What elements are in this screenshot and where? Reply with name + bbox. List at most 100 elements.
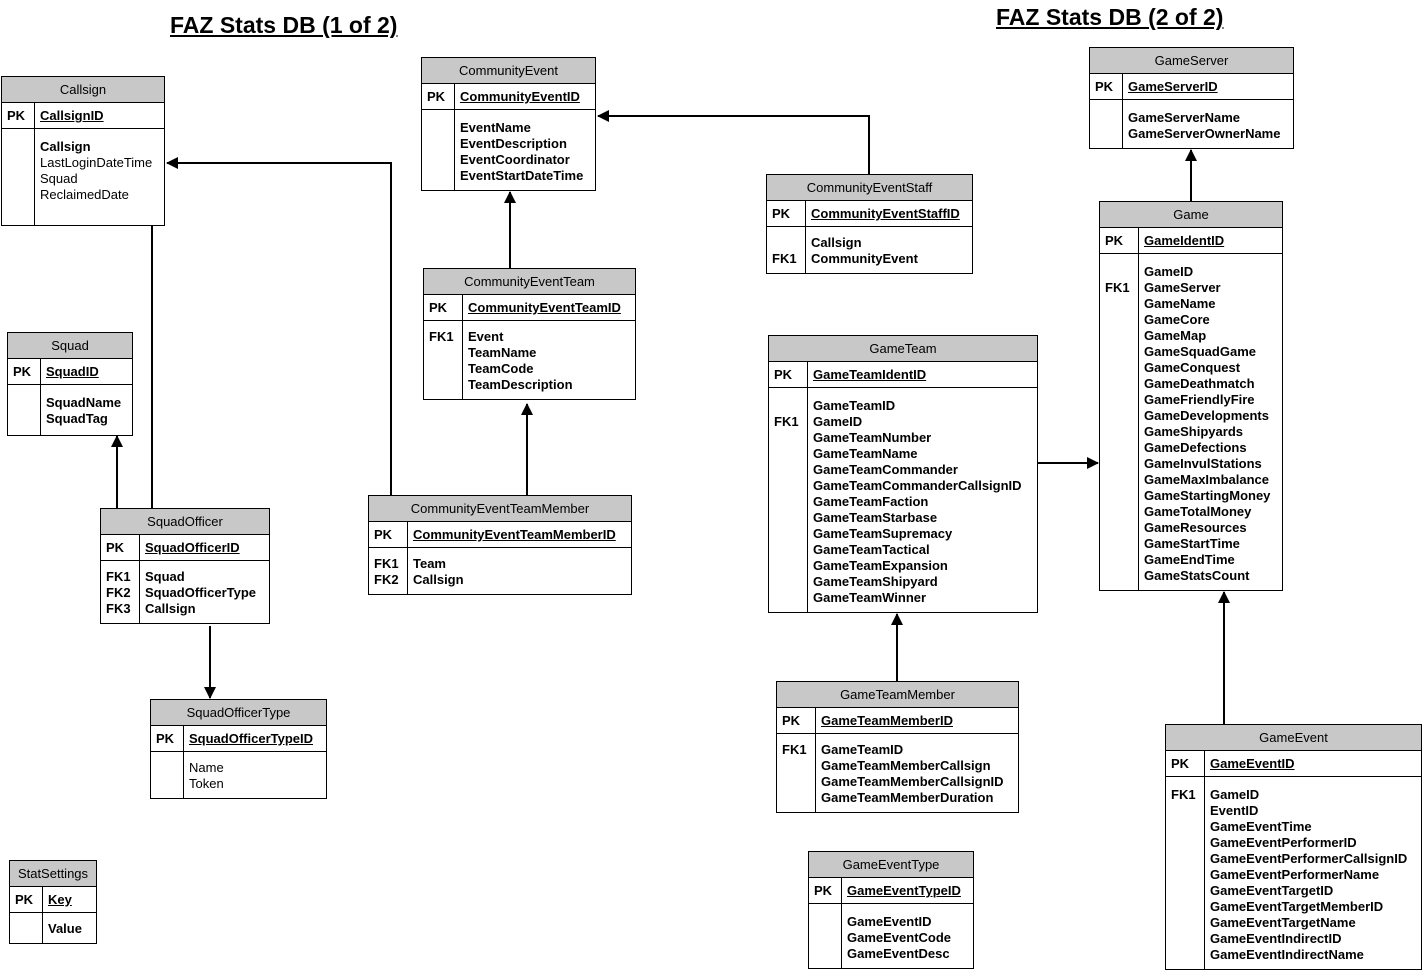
entity-field: Event bbox=[468, 329, 504, 344]
key-marker bbox=[13, 395, 40, 411]
key-marker bbox=[1105, 392, 1138, 408]
entity-field: GameTeamName bbox=[813, 446, 918, 461]
entity-field: GameResources bbox=[1144, 520, 1247, 535]
entity-field: SquadTag bbox=[46, 411, 108, 426]
entity-field: GameID bbox=[1144, 264, 1194, 279]
key-marker bbox=[1105, 568, 1138, 584]
key-marker bbox=[7, 187, 34, 203]
link-ces-ce bbox=[597, 110, 870, 174]
entity-field: Value bbox=[48, 921, 82, 936]
entity-field: LastLoginDateTime bbox=[40, 155, 153, 170]
entity-field: GameTeamMemberCallsignID bbox=[821, 774, 1004, 789]
key-marker bbox=[774, 494, 807, 510]
entity-field: GameEventIndirectName bbox=[1210, 947, 1364, 962]
pk-label: PK bbox=[1171, 756, 1190, 771]
entity-field: GameEventTargetID bbox=[1210, 883, 1334, 898]
entity-field: GameTeamID bbox=[821, 742, 904, 757]
key-marker bbox=[1095, 110, 1122, 126]
pk-label: PK bbox=[427, 89, 446, 104]
primary-key-field: SquadOfficerTypeID bbox=[189, 731, 314, 746]
key-marker bbox=[1171, 819, 1204, 835]
pk-label: PK bbox=[13, 364, 32, 379]
entity-field: GameEventTargetName bbox=[1210, 915, 1356, 930]
pk-label: PK bbox=[374, 527, 393, 542]
entity-field: GameEventID bbox=[847, 914, 932, 929]
entity-field: GameStartingMoney bbox=[1144, 488, 1271, 503]
key-marker bbox=[1171, 883, 1204, 899]
pk-label: PK bbox=[772, 206, 791, 221]
entity-field: GameStartTime bbox=[1144, 536, 1240, 551]
key-marker bbox=[814, 930, 841, 946]
primary-key-field: GameTeamMemberID bbox=[821, 713, 953, 728]
entity-field: GameFriendlyFire bbox=[1144, 392, 1255, 407]
entity-title: CommunityEventTeamMember bbox=[369, 496, 631, 522]
key-marker bbox=[1105, 424, 1138, 440]
key-marker: FK1 bbox=[1171, 787, 1196, 802]
entity-title: CommunityEventStaff bbox=[767, 175, 972, 201]
entity-field: SquadOfficerType bbox=[145, 585, 257, 600]
entity-field: GameTeamCommanderCallsignID bbox=[813, 478, 1022, 493]
key-marker bbox=[427, 168, 454, 184]
entity-field: GameTeamNumber bbox=[813, 430, 932, 445]
key-marker bbox=[1105, 296, 1138, 312]
entity-field: GameTeamMemberCallsign bbox=[821, 758, 991, 773]
key-marker bbox=[15, 921, 42, 937]
key-marker bbox=[1105, 408, 1138, 424]
key-marker bbox=[782, 774, 815, 790]
entity-field: GameDeathmatch bbox=[1144, 376, 1255, 391]
entity-title: Squad bbox=[8, 333, 132, 359]
key-marker: FK1 bbox=[1105, 280, 1130, 295]
primary-key-field: GameTeamIdentID bbox=[813, 367, 927, 382]
key-marker bbox=[7, 155, 34, 171]
key-marker bbox=[427, 152, 454, 168]
key-marker bbox=[774, 398, 807, 414]
key-marker bbox=[772, 235, 805, 251]
key-marker bbox=[1171, 947, 1204, 963]
entity-field: GameEventPerformerName bbox=[1210, 867, 1380, 882]
pk-label: PK bbox=[156, 731, 175, 746]
pk-label: PK bbox=[1105, 233, 1124, 248]
entity-field: TeamDescription bbox=[468, 377, 573, 392]
pk-label: PK bbox=[814, 883, 833, 898]
key-marker bbox=[429, 377, 462, 393]
entity-field: GameEventDesc bbox=[847, 946, 950, 961]
entity-field: GameTeamCommander bbox=[813, 462, 958, 477]
key-marker bbox=[774, 462, 807, 478]
entity-field: GameInvulStations bbox=[1144, 456, 1262, 471]
pk-label: PK bbox=[15, 892, 34, 907]
entity-field: EventStartDateTime bbox=[460, 168, 584, 183]
key-marker: FK1 bbox=[782, 742, 807, 757]
key-marker bbox=[1105, 536, 1138, 552]
key-marker: FK3 bbox=[106, 601, 131, 616]
primary-key-field: Key bbox=[48, 892, 72, 907]
entity-field: GameTeamExpansion bbox=[813, 558, 948, 573]
key-marker bbox=[429, 345, 462, 361]
entity-field: Callsign bbox=[40, 139, 91, 154]
entity-title: CommunityEvent bbox=[422, 58, 595, 84]
key-marker bbox=[1105, 504, 1138, 520]
entity-field: GameStatsCount bbox=[1144, 568, 1250, 583]
primary-key-field: CallsignID bbox=[40, 108, 104, 123]
entity-title: Game bbox=[1100, 202, 1282, 228]
entity-field: ReclaimedDate bbox=[40, 187, 129, 202]
entity-field: SquadName bbox=[46, 395, 122, 410]
entity-field: GameTotalMoney bbox=[1144, 504, 1252, 519]
entity-field: GameServerOwnerName bbox=[1128, 126, 1281, 141]
key-marker bbox=[774, 526, 807, 542]
entity-field: GameMap bbox=[1144, 328, 1207, 343]
link-cetm-callsign bbox=[166, 157, 392, 495]
primary-key-field: SquadOfficerID bbox=[145, 540, 240, 555]
entity-field: GameEventPerformerCallsignID bbox=[1210, 851, 1408, 866]
entity-field: Callsign bbox=[811, 235, 862, 250]
key-marker bbox=[1105, 360, 1138, 376]
entity-field: GameID bbox=[813, 414, 863, 429]
